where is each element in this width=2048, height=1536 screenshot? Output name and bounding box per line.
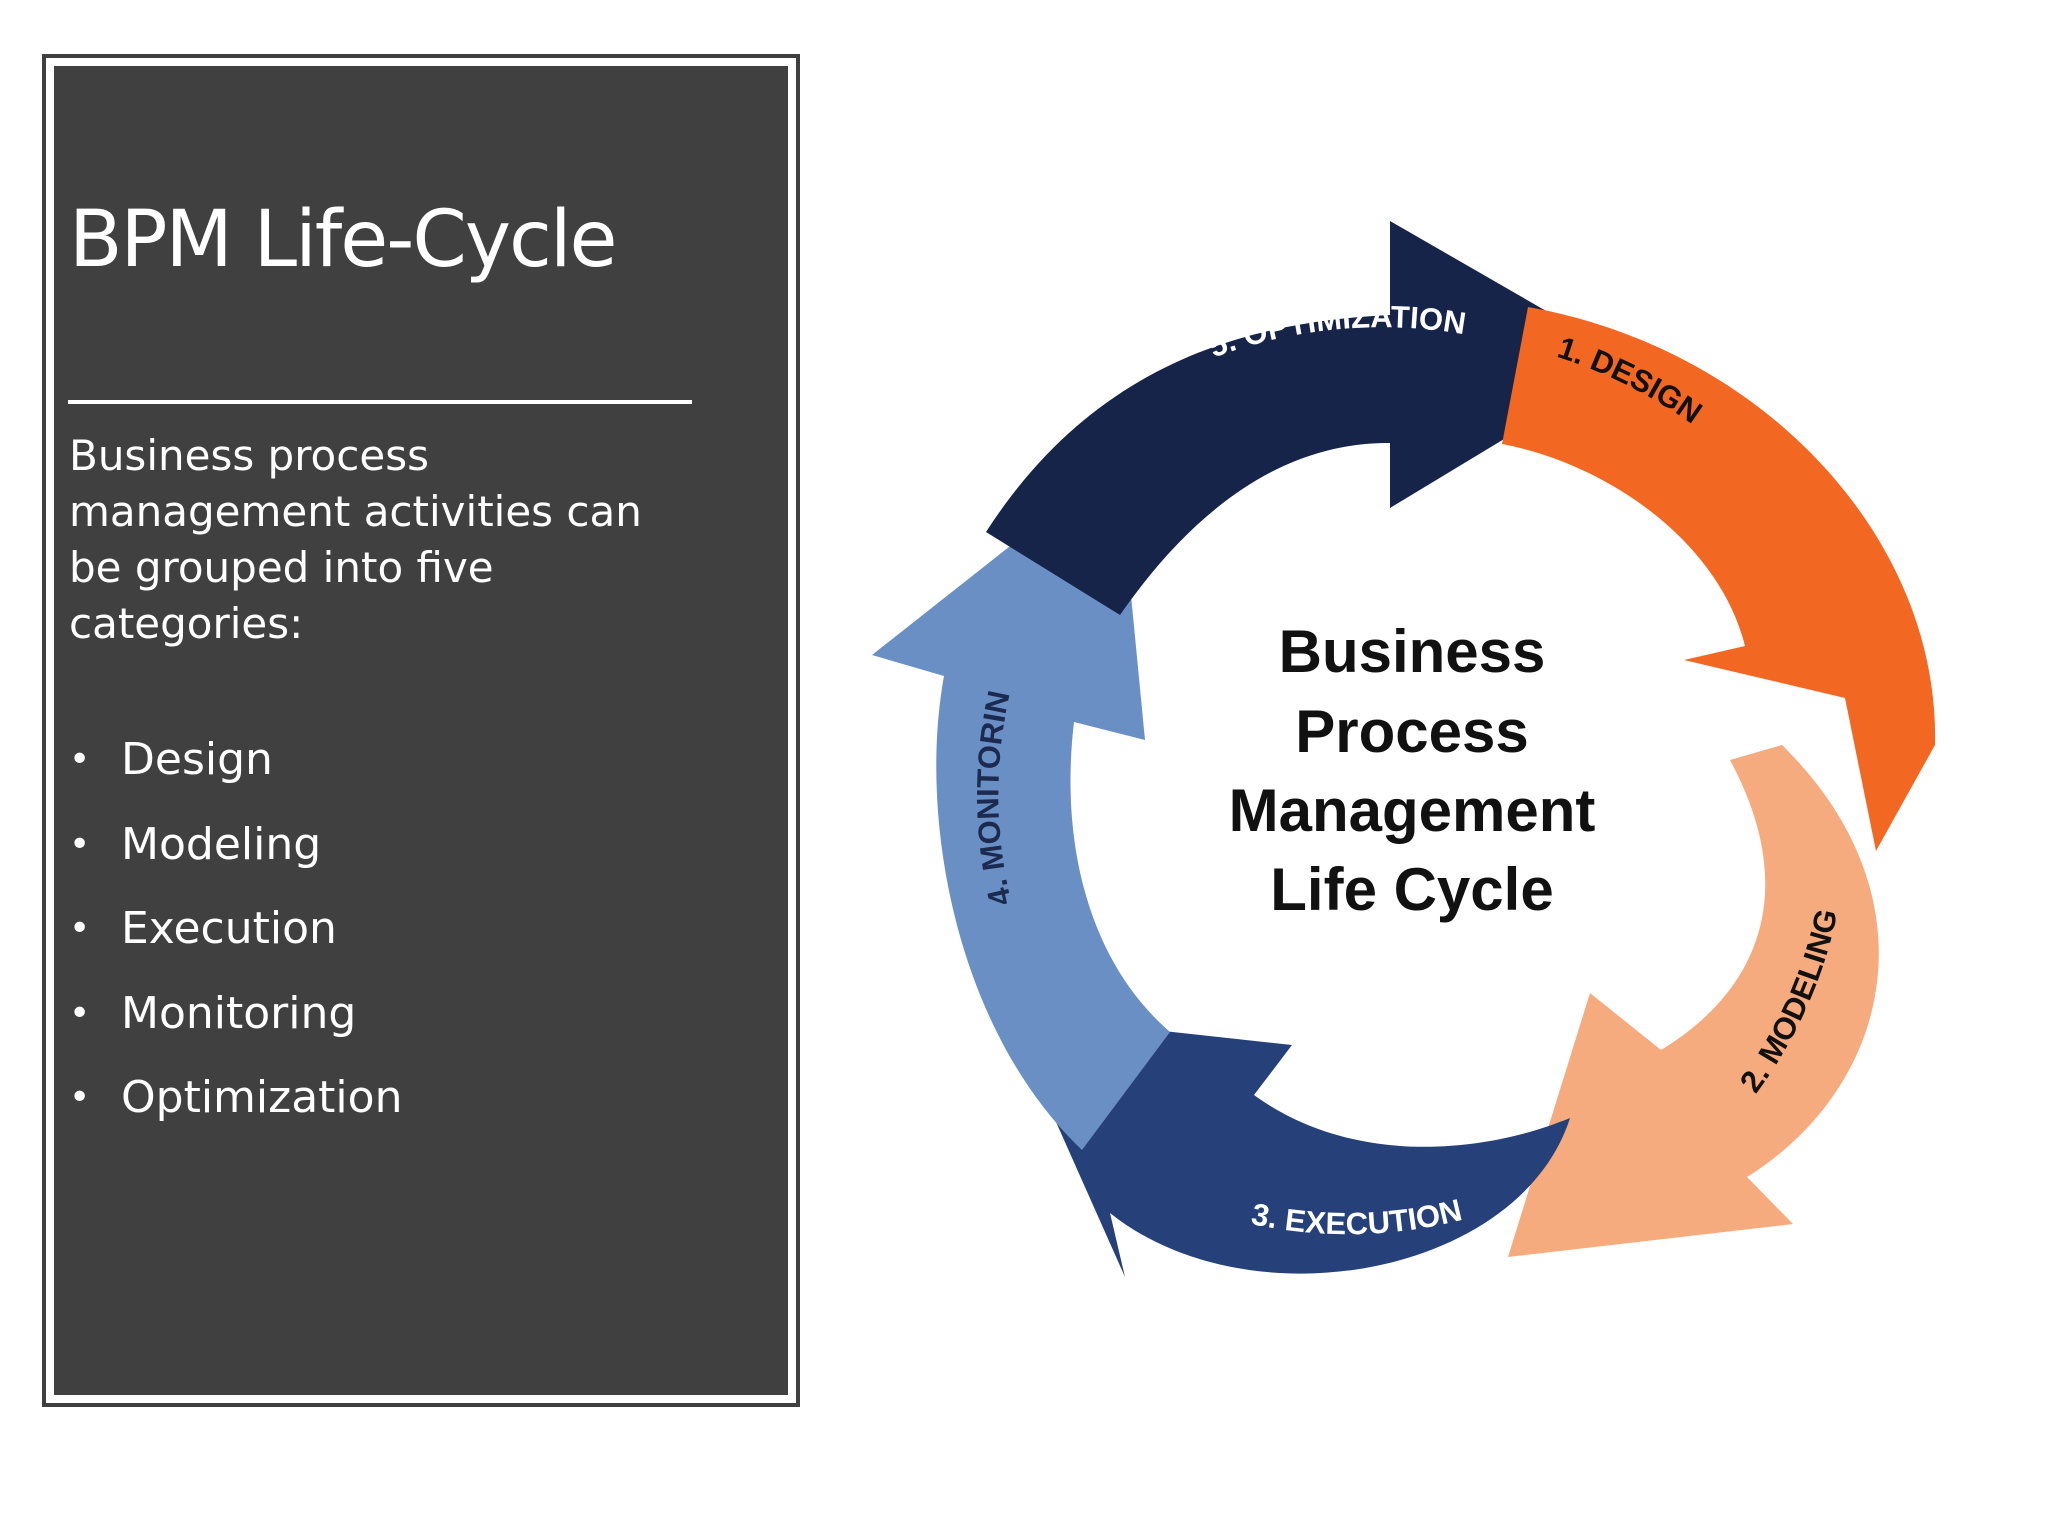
center-title-line: Life Cycle xyxy=(1270,856,1553,923)
list-item: • Monitoring xyxy=(69,972,402,1057)
arrow-monitoring xyxy=(872,461,1170,1150)
list-item: • Execution xyxy=(69,887,402,972)
list-item: • Modeling xyxy=(69,803,402,888)
list-item-label: Modeling xyxy=(121,818,322,870)
arrow-execution xyxy=(1008,1014,1570,1277)
text-panel xyxy=(42,54,800,1407)
title-divider xyxy=(68,400,692,404)
arrow-design xyxy=(1502,307,1936,851)
bullet-icon: • xyxy=(69,1077,91,1118)
list-item-label: Execution xyxy=(121,903,337,954)
list-item: • Optimization xyxy=(69,1056,402,1141)
text-panel-background xyxy=(54,66,788,1395)
list-item-label: Optimization xyxy=(121,1072,403,1123)
bullet-icon: • xyxy=(69,908,91,949)
arrows xyxy=(872,221,1936,1277)
center-title-line: Management xyxy=(1229,777,1596,844)
slide-title: BPM Life-Cycle xyxy=(69,195,618,285)
list-item-label: Monitoring xyxy=(121,987,357,1039)
center-title-line: Business xyxy=(1279,618,1546,685)
bullet-icon: • xyxy=(69,992,91,1034)
center-title: Business Process Management Life Cycle xyxy=(1229,618,1596,923)
bullet-icon: • xyxy=(69,823,91,865)
bullet-icon: • xyxy=(69,739,91,780)
category-list: • Design • Modeling • Execution • Monitoring… xyxy=(69,718,402,1141)
list-item: • Design xyxy=(69,718,402,803)
stage-label-monitoring: 4. MONITORING xyxy=(0,0,1018,909)
list-item-label: Design xyxy=(121,734,273,785)
arrow-optimization xyxy=(986,221,1633,615)
intro-paragraph: Business process management activities c… xyxy=(69,431,642,648)
center-title-line: Process xyxy=(1295,698,1529,765)
arrow-modeling xyxy=(1508,745,1879,1257)
